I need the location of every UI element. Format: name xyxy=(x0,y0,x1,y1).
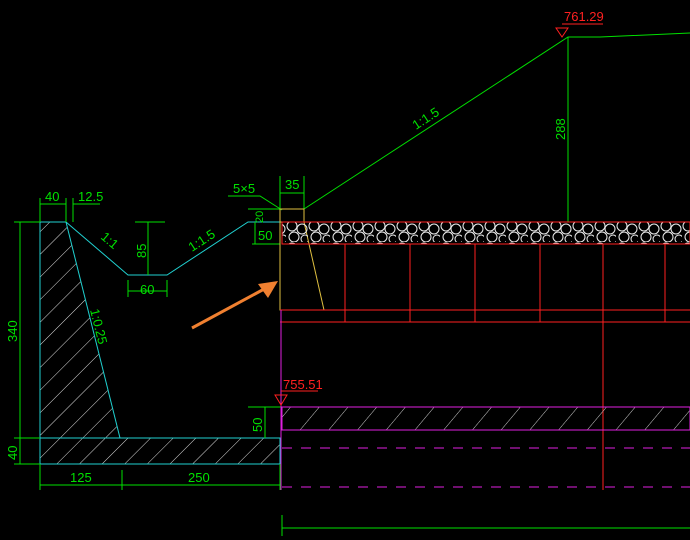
slope-ditch-left: 1:1 xyxy=(98,229,121,252)
arrow-annotation-icon xyxy=(191,281,278,330)
dim-base-thickness: 40 xyxy=(5,446,20,460)
dim-curb-height: 20 xyxy=(254,211,266,223)
elevation-marker-icon xyxy=(274,394,288,406)
dim-ditch-depth: 85 xyxy=(134,244,149,258)
ditch-profile[interactable] xyxy=(65,221,282,276)
dim-base-left: 125 xyxy=(70,470,92,485)
dim-wall-offset: 12.5 xyxy=(78,189,103,204)
pavement-grid xyxy=(280,244,690,490)
dim-ditch-bottom: 60 xyxy=(140,282,154,297)
pipe-layer[interactable] xyxy=(280,310,690,490)
embankment-slope[interactable] xyxy=(303,32,690,210)
elevation-bottom: 755.51 xyxy=(283,377,323,392)
dim-chamfer: 5×5 xyxy=(233,181,255,196)
dimension-lines xyxy=(14,37,690,536)
dim-wall-top: 40 xyxy=(45,189,59,204)
slope-embankment: 1:1.5 xyxy=(409,104,441,132)
dim-slope-height: 288 xyxy=(553,118,568,140)
retaining-wall[interactable] xyxy=(39,221,281,465)
elevation-marker-icon xyxy=(555,27,569,38)
dim-lower-layer: 50 xyxy=(250,418,265,432)
dim-base-right: 250 xyxy=(188,470,210,485)
dim-curb-width: 35 xyxy=(285,177,299,192)
elevation-top: 761.29 xyxy=(564,9,604,24)
stone-layer[interactable] xyxy=(281,221,690,245)
dim-wall-height: 340 xyxy=(5,320,20,342)
slope-ditch-right: 1:1.5 xyxy=(185,226,217,254)
dim-layer-thickness: 50 xyxy=(258,228,272,243)
